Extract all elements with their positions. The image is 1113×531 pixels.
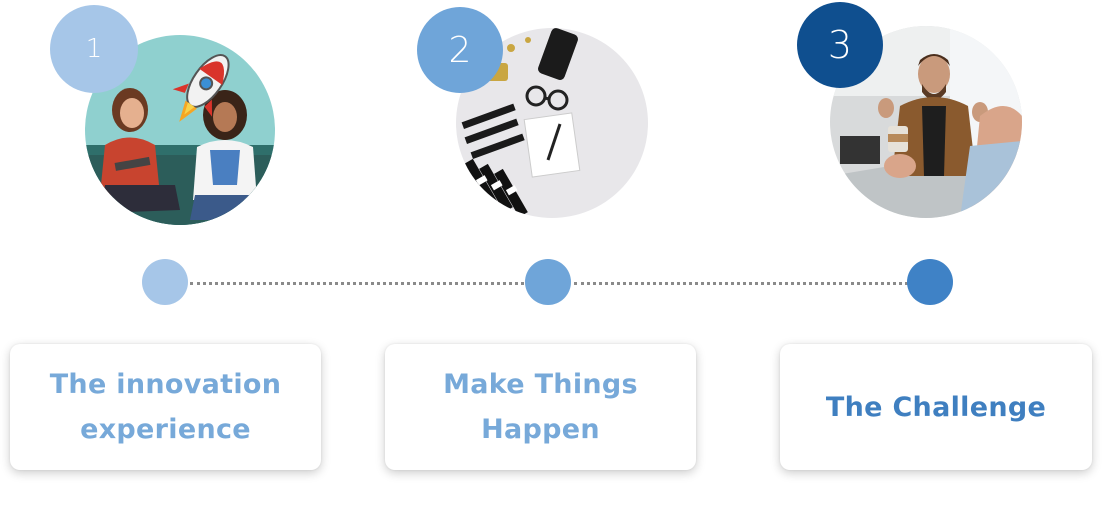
step-2-label: Make Things Happen xyxy=(443,369,638,445)
step-3-number: 3 xyxy=(827,23,853,67)
step-2-timeline-dot xyxy=(525,259,571,305)
desk-flatlay-photo xyxy=(456,28,648,218)
step-1-label: The innovation experience xyxy=(49,369,282,445)
desk-flatlay-illustration xyxy=(456,28,648,218)
step-3-card: The Challenge xyxy=(780,344,1092,470)
rocket-team-illustration xyxy=(85,35,275,225)
step-1-timeline-dot xyxy=(142,259,188,305)
step-1-card: The innovation experience xyxy=(10,344,321,470)
rocket-team-photo xyxy=(85,35,275,225)
step-1-number-badge: 1 xyxy=(50,5,138,93)
step-3-number-badge: 3 xyxy=(797,2,883,88)
step-2-number: 2 xyxy=(448,29,472,71)
step-3-label: The Challenge xyxy=(825,391,1047,423)
step-2-card: Make Things Happen xyxy=(385,344,696,470)
step-1-number: 1 xyxy=(85,34,103,64)
step-3-timeline-dot xyxy=(907,259,953,305)
timeline-connector-2 xyxy=(574,282,908,285)
step-2-number-badge: 2 xyxy=(417,7,503,93)
timeline-connector-1 xyxy=(190,282,524,285)
